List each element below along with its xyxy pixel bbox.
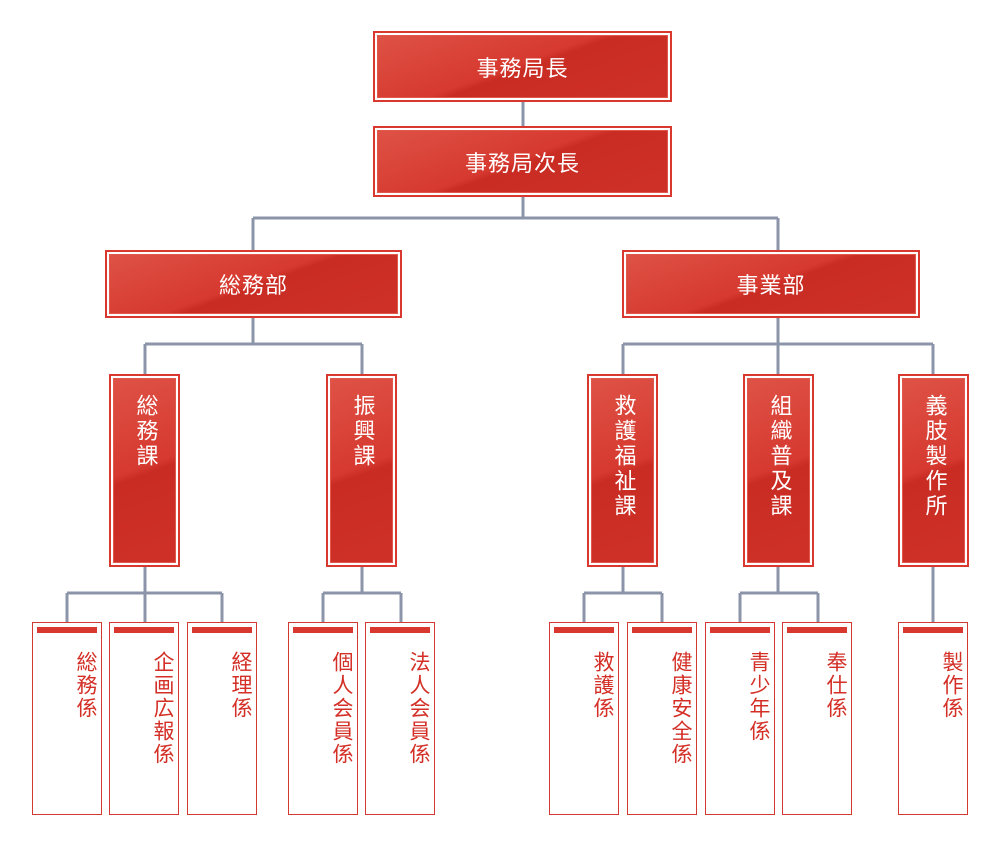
production-unit-box: 製作係 xyxy=(898,622,968,815)
service-unit-box: 奉仕係 xyxy=(782,622,852,815)
leaf-header-bar xyxy=(903,627,963,633)
general-affairs-dept-box: 総務部 xyxy=(105,250,402,318)
relief-welfare-section-box: 救護福祉課 xyxy=(587,374,658,567)
prosthetics-plant-box: 義肢製作所 xyxy=(898,374,969,567)
planning-pr-unit-box: 企画広報係 xyxy=(109,622,179,815)
unit-label: 青少年係 xyxy=(747,651,771,743)
leaf-header-bar xyxy=(554,627,614,633)
promotion-section-box: 振興課 xyxy=(326,374,397,567)
leaf-header-bar xyxy=(370,627,430,633)
unit-label: 経理係 xyxy=(229,651,253,720)
deputy-director-box: 事務局次長 xyxy=(373,126,672,197)
leaf-header-bar xyxy=(114,627,174,633)
leaf-header-bar xyxy=(632,627,692,633)
unit-label: 奉仕係 xyxy=(824,651,848,720)
unit-label: 総務係 xyxy=(74,651,98,720)
unit-label: 救護係 xyxy=(591,651,615,720)
youth-unit-box: 青少年係 xyxy=(705,622,775,815)
health-safety-unit-box: 健康安全係 xyxy=(627,622,697,815)
leaf-header-bar xyxy=(37,627,97,633)
unit-label: 個人会員係 xyxy=(330,651,354,766)
leaf-header-bar xyxy=(293,627,353,633)
director-box: 事務局長 xyxy=(373,31,672,102)
leaf-header-bar xyxy=(787,627,847,633)
leaf-header-bar xyxy=(710,627,770,633)
accounting-unit-box: 経理係 xyxy=(187,622,257,815)
relief-unit-box: 救護係 xyxy=(549,622,619,815)
leaf-header-bar xyxy=(192,627,252,633)
unit-label: 法人会員係 xyxy=(407,651,431,766)
general-unit-box: 総務係 xyxy=(32,622,102,815)
organization-section-box: 組織普及課 xyxy=(743,374,814,567)
unit-label: 企画広報係 xyxy=(151,651,175,766)
corporate-member-unit-box: 法人会員係 xyxy=(365,622,435,815)
general-affairs-section-box: 総務課 xyxy=(109,374,180,567)
individual-member-unit-box: 個人会員係 xyxy=(288,622,358,815)
business-dept-box: 事業部 xyxy=(622,250,920,318)
unit-label: 製作係 xyxy=(940,651,964,720)
unit-label: 健康安全係 xyxy=(669,651,693,766)
